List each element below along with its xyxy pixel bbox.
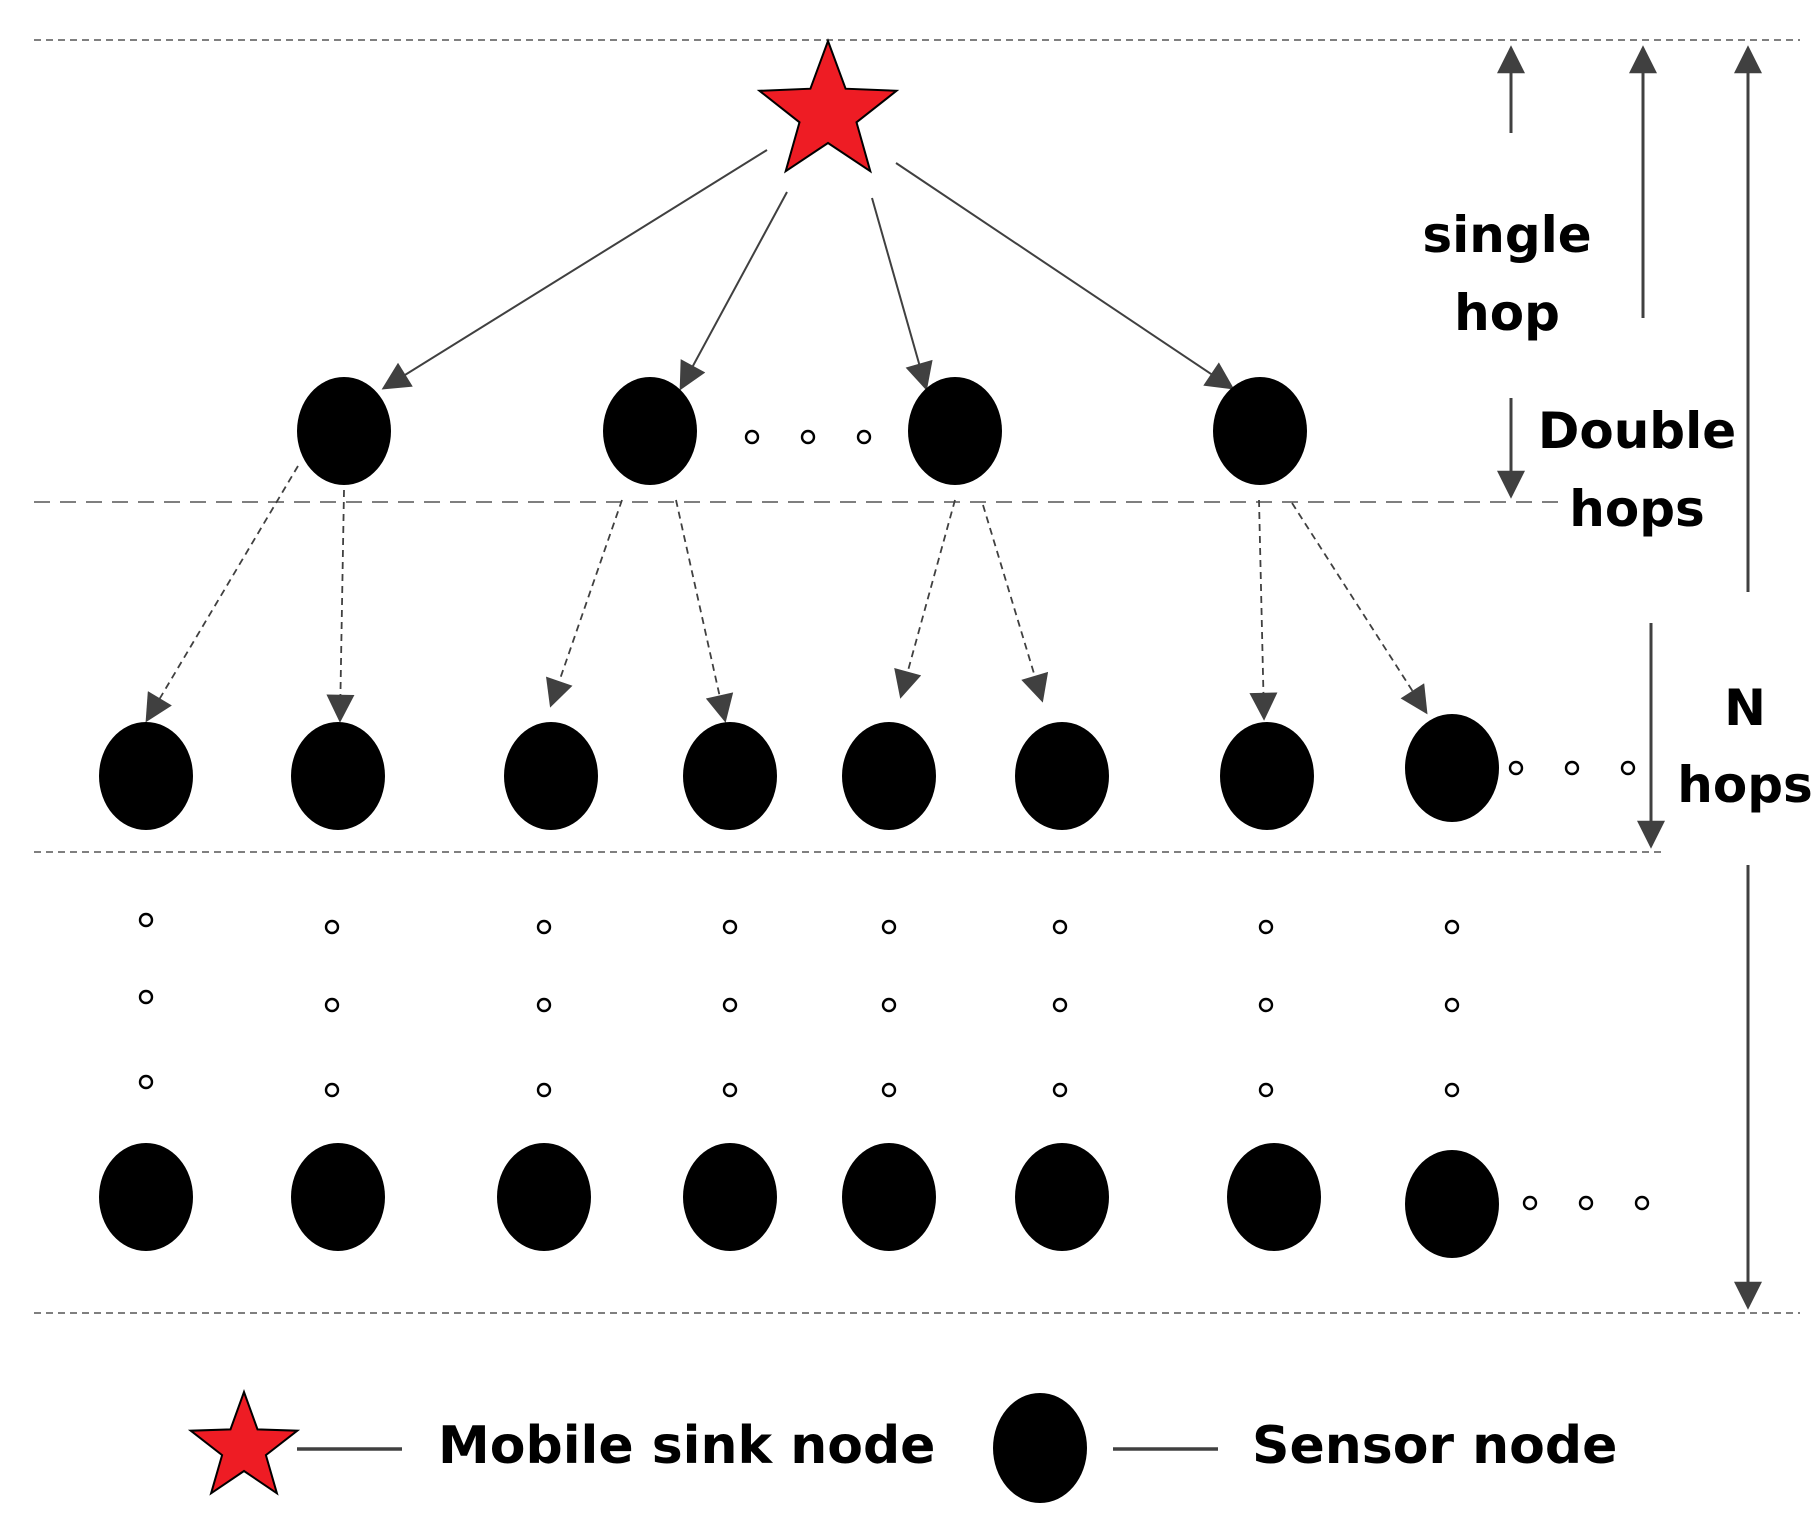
n-hops-label-line1: N [1724, 679, 1766, 737]
bottom-sensor-node-4 [683, 1143, 777, 1251]
level2-ellipsis-dot-1 [1508, 760, 1524, 776]
relay-link-arrow-1 [145, 465, 299, 723]
level2-sensor-node-6 [1015, 722, 1109, 830]
single-hop-label-line1: single [1422, 206, 1592, 264]
column2-ellipsis-dot-1 [324, 919, 340, 935]
level2-ellipsis-dot-3 [1620, 760, 1636, 776]
bottom-sensor-node-7 [1227, 1143, 1321, 1251]
legend-star-icon [187, 1389, 301, 1496]
column3-ellipsis-dot-2 [536, 997, 552, 1013]
level1-sensor-node-2 [603, 377, 697, 485]
level1-sensor-node-1 [297, 377, 391, 485]
column6-ellipsis-dot-3 [1052, 1082, 1068, 1098]
level2-sensor-node-2 [291, 722, 385, 830]
bottom-sensor-node-3 [497, 1143, 591, 1251]
relay-link-arrow-6 [982, 504, 1049, 703]
column4-ellipsis-dot-3 [722, 1082, 738, 1098]
single-hop-label-line2: hop [1454, 284, 1560, 342]
sink-link-arrow-1 [381, 149, 768, 390]
column6-ellipsis-dot-1 [1052, 919, 1068, 935]
lines-layer [34, 39, 1800, 1451]
bottom-sensor-node-8 [1405, 1150, 1499, 1258]
level2-sensor-node-8 [1405, 714, 1499, 822]
legend-sensor-label: Sensor node [1252, 1416, 1618, 1476]
column3-ellipsis-dot-3 [536, 1082, 552, 1098]
sink-link-arrow-4 [895, 162, 1235, 390]
column5-ellipsis-dot-3 [881, 1082, 897, 1098]
relay-link-arrow-2 [326, 489, 355, 723]
bottom-sensor-node-1 [99, 1143, 193, 1251]
level2-sensor-node-4 [683, 722, 777, 830]
n-hops-label-line2: hops [1677, 756, 1813, 814]
column7-ellipsis-dot-2 [1258, 997, 1274, 1013]
column7-ellipsis-dot-3 [1258, 1082, 1274, 1098]
level2-sensor-node-1 [99, 722, 193, 830]
relay-link-arrow-8 [1291, 502, 1428, 715]
level2-sensor-node-5 [842, 722, 936, 830]
relay-link-arrow-3 [546, 499, 623, 708]
sink-link-arrow-2 [679, 191, 788, 391]
double-hops-label-line2: hops [1569, 480, 1705, 538]
column6-ellipsis-dot-2 [1052, 997, 1068, 1013]
bottom-sensor-node-6 [1015, 1143, 1109, 1251]
bottom-ellipsis-dot-3 [1634, 1195, 1650, 1211]
column5-ellipsis-dot-2 [881, 997, 897, 1013]
column1-ellipsis-dot-3 [138, 1074, 154, 1090]
level2-sensor-node-3 [504, 722, 598, 830]
column8-ellipsis-dot-1 [1444, 919, 1460, 935]
legend-sink-label: Mobile sink node [438, 1416, 936, 1476]
bottom-sensor-node-5 [842, 1143, 936, 1251]
level1-sensor-node-4 [1213, 377, 1307, 485]
bottom-sensor-node-2 [291, 1143, 385, 1251]
bottom-ellipsis-dot-1 [1522, 1195, 1538, 1211]
column8-ellipsis-dot-2 [1444, 997, 1460, 1013]
column2-ellipsis-dot-2 [324, 997, 340, 1013]
level1-ellipsis-dot-1 [744, 429, 760, 445]
column1-ellipsis-dot-1 [138, 912, 154, 928]
level2-ellipsis-dot-2 [1564, 760, 1580, 776]
column4-ellipsis-dot-2 [722, 997, 738, 1013]
column7-ellipsis-dot-1 [1258, 919, 1274, 935]
relay-link-arrow-5 [894, 499, 956, 699]
relay-link-arrow-4 [675, 499, 734, 723]
level2-sensor-node-7 [1220, 722, 1314, 830]
column1-ellipsis-dot-2 [138, 989, 154, 1005]
sink-star-icon [756, 38, 900, 174]
level1-sensor-node-3 [908, 377, 1002, 485]
column3-ellipsis-dot-1 [536, 919, 552, 935]
legend-sensor-icon [993, 1393, 1087, 1503]
sink-link-arrow-3 [871, 197, 933, 391]
nodes-layer [99, 38, 1650, 1503]
relay-link-arrow-7 [1249, 499, 1278, 721]
level1-ellipsis-dot-3 [856, 429, 872, 445]
level1-ellipsis-dot-2 [800, 429, 816, 445]
bottom-ellipsis-dot-2 [1578, 1195, 1594, 1211]
column5-ellipsis-dot-1 [881, 919, 897, 935]
column8-ellipsis-dot-3 [1444, 1082, 1460, 1098]
double-hops-label-line1: Double [1537, 402, 1737, 460]
column2-ellipsis-dot-3 [324, 1082, 340, 1098]
column4-ellipsis-dot-1 [722, 919, 738, 935]
